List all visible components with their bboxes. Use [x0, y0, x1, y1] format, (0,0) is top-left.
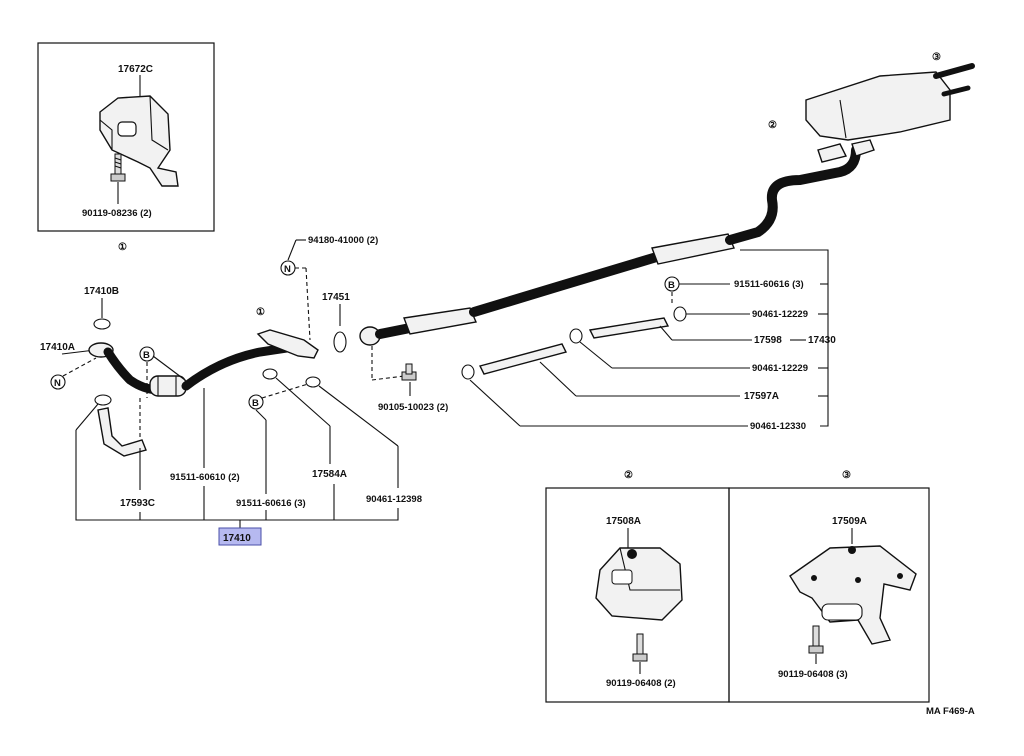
- label-17597A[interactable]: 17597A: [744, 391, 779, 402]
- label-17509A[interactable]: 17509A: [832, 516, 867, 527]
- label-90119-06408-b[interactable]: 90119-06408 (3): [778, 669, 848, 680]
- dash-90105-b: [371, 375, 405, 381]
- leader-B-mid-a: [255, 409, 267, 421]
- label-90461-12398[interactable]: 90461-12398: [366, 494, 422, 505]
- leader-B-front: [152, 355, 186, 381]
- callout-1-inset[interactable]: ①: [118, 242, 127, 253]
- inset-box-1: [37, 42, 215, 232]
- label-91511-60610[interactable]: 91511-60610 (2): [170, 472, 240, 483]
- mount-17509A[interactable]: [789, 545, 917, 645]
- leader-17597A-a: [539, 361, 577, 397]
- label-90461-12229-b[interactable]: 90461-12229: [752, 363, 808, 374]
- assembly-bracket-17410: [75, 430, 399, 521]
- callout-2-inset[interactable]: ②: [624, 470, 633, 481]
- label-90461-12330[interactable]: 90461-12330: [750, 421, 806, 432]
- diagram-code: MA F469-A: [926, 706, 975, 717]
- clamp-17584A[interactable]: [262, 368, 278, 380]
- label-17508A[interactable]: 17508A: [606, 516, 641, 527]
- marker-N-left: [50, 374, 66, 390]
- tick-e: [75, 403, 99, 431]
- inset-box-3: [728, 487, 930, 703]
- label-90119-06408-a[interactable]: 90119-06408 (2): [606, 678, 676, 689]
- label-17410[interactable]: 17410: [223, 533, 251, 544]
- label-90105-10023[interactable]: 90105-10023 (2): [378, 402, 448, 413]
- callout-3-muffler[interactable]: ③: [932, 52, 941, 63]
- leader-90461-12398-a: [318, 385, 399, 447]
- leader-90461-12229-b-a: [579, 341, 613, 369]
- bracket-17593C[interactable]: [94, 394, 147, 457]
- label-17672C[interactable]: 17672C: [118, 64, 153, 75]
- gasket-90461-12229-a[interactable]: [673, 306, 687, 322]
- hanger-17597A[interactable]: [478, 343, 568, 375]
- bolt-90105-10023[interactable]: [401, 363, 417, 381]
- clamp-90461-12398[interactable]: [305, 376, 321, 388]
- callout-2-muffler[interactable]: ②: [768, 120, 777, 131]
- marker-B-front-text: B: [143, 350, 150, 361]
- hanger-17598[interactable]: [588, 317, 670, 339]
- marker-N-mid-text: N: [284, 264, 291, 275]
- marker-N-left-text: N: [54, 378, 61, 389]
- label-90461-12229-a[interactable]: 90461-12229: [752, 309, 808, 320]
- label-17598[interactable]: 17598: [754, 335, 782, 346]
- mount-bracket-17672C[interactable]: [99, 95, 179, 187]
- label-94180-41000[interactable]: 94180-41000 (2): [308, 235, 378, 246]
- highlight-17410[interactable]: [218, 527, 262, 546]
- front-exhaust-pipe[interactable]: [88, 329, 319, 397]
- assembly-bracket-17430: [740, 249, 829, 427]
- label-17410A[interactable]: 17410A: [40, 342, 75, 353]
- dash-N-left: [62, 357, 97, 377]
- bolt-90119-06408-a[interactable]: [632, 633, 648, 662]
- marker-B-front: [139, 346, 155, 362]
- label-17584A[interactable]: 17584A: [312, 469, 347, 480]
- gasket-90461-12330[interactable]: [461, 364, 475, 380]
- center-exhaust-pipe[interactable]: [359, 145, 861, 346]
- dash-N-mid-b: [305, 267, 311, 341]
- leader-17598-a: [659, 325, 673, 341]
- bolt-90119-08236[interactable]: [110, 153, 126, 182]
- bolt-90119-06408-b[interactable]: [808, 625, 824, 654]
- marker-B-mid: [248, 394, 264, 410]
- mount-17508A[interactable]: [595, 547, 683, 621]
- label-17593C[interactable]: 17593C: [120, 498, 155, 509]
- muffler[interactable]: [805, 63, 975, 163]
- gasket-17451[interactable]: [333, 331, 347, 353]
- label-17430[interactable]: 17430: [808, 335, 836, 346]
- gasket-90461-12229-b[interactable]: [569, 328, 583, 344]
- dash-B-mid: [261, 383, 309, 399]
- marker-B-right-text: B: [668, 280, 675, 291]
- label-91511-60616-bot[interactable]: 91511-60616 (3): [236, 498, 306, 509]
- gasket-17410B[interactable]: [93, 318, 111, 330]
- label-17451[interactable]: 17451: [322, 292, 350, 303]
- leader-94180-b: [287, 239, 297, 261]
- callout-1-pipe[interactable]: ①: [256, 307, 265, 318]
- leader-90461-12330-a: [469, 379, 521, 427]
- label-91511-60616-top[interactable]: 91511-60616 (3): [734, 279, 804, 290]
- marker-B-mid-text: B: [252, 398, 259, 409]
- leader-17584A-a: [275, 377, 331, 427]
- label-17410B[interactable]: 17410B: [84, 286, 119, 297]
- label-90119-08236[interactable]: 90119-08236 (2): [82, 208, 152, 219]
- callout-3-inset[interactable]: ③: [842, 470, 851, 481]
